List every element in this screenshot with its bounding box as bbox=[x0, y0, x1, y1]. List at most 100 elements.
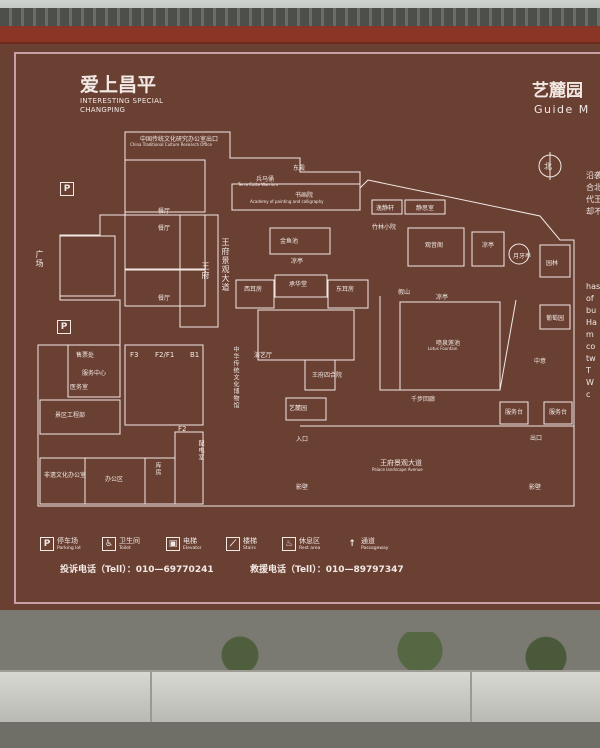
right-text-cn-2: 合北 bbox=[586, 183, 600, 192]
right-text-en-8: T bbox=[586, 366, 591, 375]
terracotta-label: 兵马俑 bbox=[256, 176, 275, 183]
toilet-icon: ♿ bbox=[102, 536, 116, 551]
guide-title-en: Guide M bbox=[534, 103, 590, 116]
pavilion3-label: 凉亭 bbox=[436, 294, 449, 301]
meditation-label: 静思室 bbox=[416, 205, 435, 212]
restaurant-block-3 bbox=[124, 269, 206, 307]
legend-parking-cn: 停车场 bbox=[57, 537, 78, 545]
right-text-en-7: tw bbox=[586, 354, 596, 363]
guanyin-label: 观音阁 bbox=[425, 242, 444, 249]
academy-label: 书画院 bbox=[295, 192, 314, 199]
inner-court-label: 王府四合院 bbox=[312, 372, 343, 379]
entrance-label: 入口 bbox=[296, 436, 309, 443]
legend-stairs-en: Stairs bbox=[243, 546, 256, 551]
yijing-block bbox=[371, 199, 403, 215]
reception-1-block bbox=[499, 401, 529, 425]
legend-elevator-en: Elevator bbox=[183, 546, 202, 551]
right-text-en-5: m bbox=[586, 330, 594, 339]
academy-block bbox=[231, 183, 361, 211]
site-map bbox=[37, 131, 575, 507]
right-text-en-9: W bbox=[586, 378, 594, 387]
east-hall-label: 东殿 bbox=[293, 165, 306, 172]
yijing-label: 逸静轩 bbox=[376, 205, 395, 212]
research-office-label: 中国传统文化研究办公室 bbox=[140, 136, 207, 143]
elevator-icon: ▣ bbox=[166, 536, 180, 551]
reception-1-label: 服务台 bbox=[505, 409, 524, 416]
pavilion2-block bbox=[471, 231, 505, 267]
right-text-en-4: Ha bbox=[586, 318, 597, 327]
engineering-label: 景区工程部 bbox=[55, 412, 86, 419]
pavilion2-label: 凉亭 bbox=[482, 242, 495, 249]
bamboo-label: 竹林小院 bbox=[372, 224, 397, 231]
lotus-fountain-label: 喷泉莲池 bbox=[436, 340, 461, 347]
complaint-phone: 投诉电话（Tell）：010—69770241 bbox=[60, 565, 214, 575]
crescent-pavilion bbox=[508, 243, 530, 265]
corridor-label: 千步回廊 bbox=[411, 396, 436, 403]
site-outline bbox=[37, 131, 575, 507]
stone-curb bbox=[0, 670, 600, 724]
legend-passage-en: Passageway bbox=[361, 546, 389, 551]
central-hall-label: 承华堂 bbox=[289, 281, 308, 288]
legend-rest-cn: 休息区 bbox=[299, 537, 320, 545]
brand-subline-2: CHANGPING bbox=[80, 106, 126, 114]
exit-top-label: 出口 bbox=[206, 136, 219, 143]
rescue-phone: 救援电话（Tell）：010—89797347 bbox=[250, 565, 404, 575]
distribution-label: 配电室 bbox=[197, 440, 204, 461]
inner-court bbox=[304, 359, 336, 391]
floor-f3: F3 bbox=[130, 351, 139, 359]
west-wing-label: 西耳房 bbox=[244, 286, 263, 293]
lotus-fountain-en: Lotus Fountain bbox=[428, 346, 458, 351]
service-label: 服务中心 bbox=[82, 370, 107, 377]
curb-seam bbox=[470, 670, 472, 722]
legend-toilet-en: Toilet bbox=[119, 546, 131, 551]
board-border bbox=[14, 52, 600, 604]
zhongyi-label: 中意 bbox=[534, 358, 547, 365]
legend-parking-en: Parking lot bbox=[57, 546, 81, 551]
floor-b1: B1 bbox=[190, 351, 200, 359]
vineyard-label: 葡萄园 bbox=[546, 315, 565, 322]
right-text-en-3: bu bbox=[586, 306, 597, 315]
parking-icon: P bbox=[60, 182, 74, 196]
right-text-en-1: has bbox=[586, 282, 600, 291]
stone-mount-label: 假山 bbox=[398, 289, 411, 296]
engineering-block bbox=[39, 399, 121, 435]
garden-block bbox=[539, 244, 571, 278]
roof-beam bbox=[0, 26, 600, 44]
guide-title: 艺麓园 bbox=[532, 81, 583, 101]
right-text-cn-4: 却不 bbox=[586, 207, 600, 216]
tickets-label: 售票处 bbox=[76, 352, 95, 359]
screen-wall-2-label: 影壁 bbox=[529, 484, 542, 491]
legend-rest-en: Rest area bbox=[299, 546, 321, 551]
rest-area-icon: ♨ bbox=[282, 536, 296, 551]
right-text-cn-1: 沿袭 bbox=[586, 171, 600, 180]
restaurant-block-1 bbox=[124, 159, 206, 213]
legend-passage-cn: 通道 bbox=[361, 537, 375, 545]
heritage-office-block bbox=[39, 457, 86, 505]
reception-2-block bbox=[543, 401, 573, 425]
goldfish-block bbox=[269, 227, 331, 255]
restaurant-2-label: 餐厅 bbox=[158, 225, 171, 232]
medical-label: 医务室 bbox=[70, 384, 89, 391]
yilu-hall-label: 艺麓园 bbox=[289, 405, 308, 412]
pavilion-label: 凉亭 bbox=[291, 258, 304, 265]
admin-label: 办公区 bbox=[105, 476, 124, 483]
meditation-block bbox=[404, 199, 446, 215]
compass-icon bbox=[538, 152, 562, 180]
museum-block bbox=[124, 344, 204, 426]
central-hall bbox=[274, 274, 328, 298]
west-wing-block bbox=[235, 279, 275, 309]
avenue-label: 王府景观大道 bbox=[380, 459, 422, 467]
vineyard-block bbox=[539, 304, 571, 330]
floor-f2: F2 bbox=[178, 425, 187, 433]
restaurant-3-label: 餐厅 bbox=[158, 295, 171, 302]
restaurant-1-label: 餐厅 bbox=[158, 208, 171, 215]
culture-museum-label: 中华传统文化博物馆 bbox=[232, 346, 239, 409]
parking-icon-2: P bbox=[57, 320, 71, 334]
floor-f2f1: F2/F1 bbox=[155, 351, 175, 359]
